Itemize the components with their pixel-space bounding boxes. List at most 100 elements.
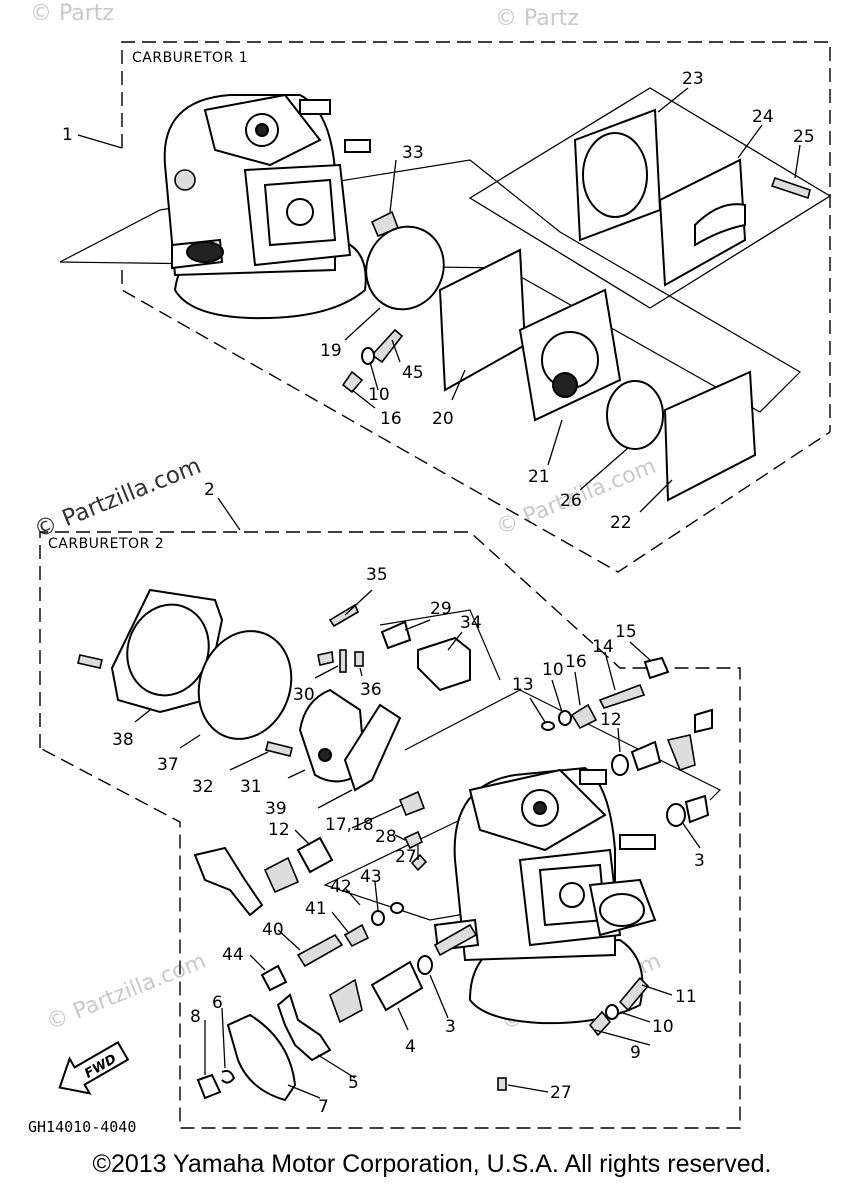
part-12-washer <box>611 754 629 776</box>
callout-7: 7 <box>318 1097 329 1117</box>
callout-3b: 3 <box>445 1017 456 1037</box>
carburetor-1-section: CARBURETOR 1 <box>59 41 832 573</box>
part-40-needle <box>296 933 344 968</box>
callout-19: 19 <box>320 341 342 361</box>
callout-43: 43 <box>360 867 382 887</box>
part-22-cover <box>663 370 757 502</box>
callout-39: 39 <box>265 799 287 819</box>
callout-29: 29 <box>430 599 452 619</box>
callout-12: 12 <box>600 710 622 730</box>
callout-1: 1 <box>62 125 73 145</box>
watermark: © Partzilla.com <box>31 453 205 544</box>
part-25-bolt <box>770 176 811 200</box>
carburetor-2-section: CARBURETOR 2 <box>39 531 741 1129</box>
part-1718-jet <box>398 790 426 817</box>
part-29-washer <box>380 620 412 650</box>
carb1-exploded-guide <box>59 159 801 413</box>
callout-35: 35 <box>366 565 388 585</box>
callout-42: 42 <box>330 877 352 897</box>
part-16-spring <box>341 370 364 394</box>
part-10-ring <box>361 347 375 365</box>
part-coil-spring <box>329 978 363 1024</box>
callout-40: 40 <box>262 920 284 940</box>
part-20-gasket <box>438 248 527 392</box>
callout-3: 3 <box>694 851 705 871</box>
part-linkage-lever <box>193 846 264 917</box>
callout-25: 25 <box>793 127 815 147</box>
part-12-washer-b <box>296 836 334 874</box>
part-27-screw <box>410 853 428 872</box>
part-3-washer <box>666 803 686 827</box>
callout-23: 23 <box>682 69 704 89</box>
callout-30: 30 <box>293 685 315 705</box>
callout-20: 20 <box>432 409 454 429</box>
callout-17-18: 17,18 <box>325 815 374 835</box>
callout-6: 6 <box>212 993 223 1013</box>
part-14-screw <box>598 683 646 709</box>
carb2-title: CARBURETOR 2 <box>48 536 164 552</box>
callout-32: 32 <box>192 777 214 797</box>
part-6-clip <box>221 1069 236 1084</box>
fwd-arrow: FWD <box>58 1040 130 1095</box>
callout-12b: 12 <box>268 820 290 840</box>
watermark: © Partz <box>30 1 114 26</box>
callout-15: 15 <box>615 622 637 642</box>
callout-13: 13 <box>512 675 534 695</box>
part-36-spring <box>354 651 364 667</box>
callout-2: 2 <box>204 480 215 500</box>
part-16-spring <box>570 703 598 730</box>
callout-16: 16 <box>380 409 402 429</box>
carb1-dashed-border <box>121 41 831 432</box>
callout-36: 36 <box>360 680 382 700</box>
part-11-valve <box>618 976 650 1012</box>
part-4-plunger <box>370 960 424 1012</box>
copyright-notice: ©2013 Yamaha Motor Corporation, U.S.A. A… <box>92 1150 772 1178</box>
callout-28: 28 <box>375 827 397 847</box>
part-26-diaphragm <box>606 380 664 450</box>
part-3-washer-b <box>417 955 433 975</box>
callout-31: 31 <box>240 777 262 797</box>
carb1-leader-lines <box>77 87 801 513</box>
callout-26: 26 <box>560 491 582 511</box>
part-9-spring <box>588 1010 612 1037</box>
watermark: © Partz <box>495 6 579 31</box>
callout-14: 14 <box>592 637 614 657</box>
part-5-lever <box>276 993 332 1062</box>
carb1-dashed-border-bottom <box>121 270 831 573</box>
diagram-code: GH14010-4040 <box>28 1118 136 1136</box>
callout-27: 27 <box>395 847 417 867</box>
part-28-screw <box>403 830 424 850</box>
callout-37: 37 <box>157 755 179 775</box>
part-35-lever <box>328 603 360 628</box>
carb2-dashed-border <box>39 531 741 1129</box>
callout-44: 44 <box>222 945 244 965</box>
callout-10c: 10 <box>652 1017 674 1037</box>
part-34-valve <box>417 636 471 692</box>
callout-22: 22 <box>610 513 632 533</box>
callout-8: 8 <box>190 1007 201 1027</box>
callout-33: 33 <box>402 143 424 163</box>
carb1-title: CARBURETOR 1 <box>132 50 248 66</box>
callout-41: 41 <box>305 899 327 919</box>
callout-38: 38 <box>112 730 134 750</box>
part-7-cam <box>226 1013 297 1102</box>
part-10-ring <box>558 710 572 726</box>
part-32-screw <box>265 741 293 757</box>
callout-5: 5 <box>348 1073 359 1093</box>
part-45-valve <box>370 328 404 364</box>
callout-34: 34 <box>460 613 482 633</box>
callout-21: 21 <box>528 467 550 487</box>
carburetor-body-1 <box>163 93 371 320</box>
part-38-screw <box>77 654 103 669</box>
callout-9: 9 <box>630 1043 641 1063</box>
carburetor-body-2 <box>433 766 657 1025</box>
part-41-spring <box>343 923 370 948</box>
part-13-oring <box>541 721 555 731</box>
part-10-ring-b <box>605 1004 619 1020</box>
watermark: © Partzilla.com <box>43 949 210 1036</box>
carb2-leader-lines <box>134 497 701 1099</box>
callout-27b: 27 <box>550 1083 572 1103</box>
part-30-pin <box>339 649 347 673</box>
callout-10: 10 <box>542 660 564 680</box>
callout-45: 45 <box>402 363 424 383</box>
